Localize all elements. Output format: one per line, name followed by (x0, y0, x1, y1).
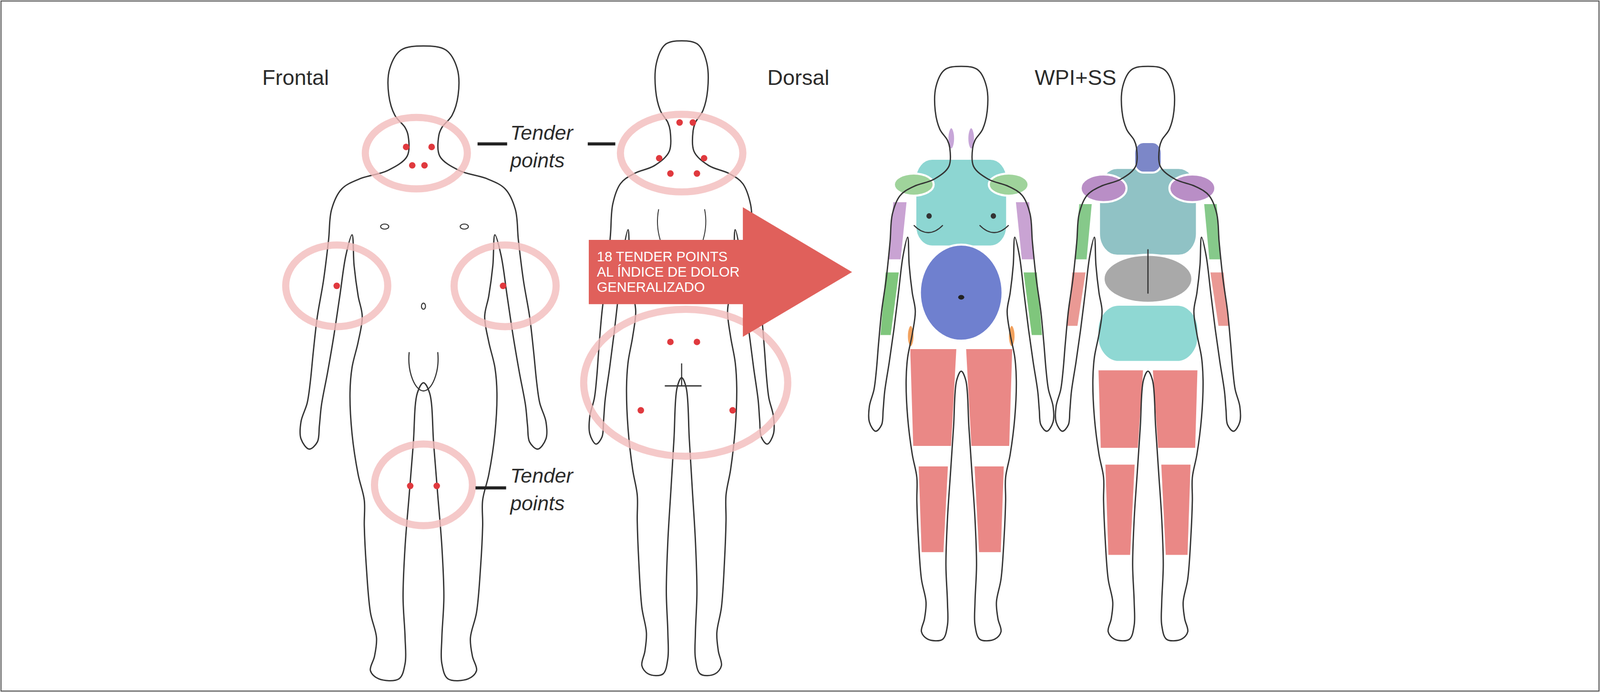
pain-region (973, 465, 1006, 554)
pain-region (917, 465, 950, 554)
pain-region (1097, 304, 1199, 362)
nipple (926, 213, 932, 219)
body-fill (868, 66, 1054, 641)
body-fill (589, 41, 775, 676)
tender-point (656, 154, 663, 162)
breast-line (979, 225, 1009, 233)
body-figure (299, 45, 547, 681)
pain-region (1097, 369, 1145, 449)
arrow-fill (588, 206, 852, 337)
navel (958, 295, 965, 300)
leader-dash (475, 486, 506, 490)
nipple (380, 224, 389, 230)
tender-point (666, 170, 674, 177)
pain-region (1160, 463, 1192, 556)
body-figure (1055, 66, 1241, 641)
tender-point (666, 338, 674, 346)
pain-region (1151, 369, 1199, 449)
pain-region (967, 127, 975, 150)
pain-region (909, 348, 958, 447)
tender-ring (453, 245, 556, 327)
tender-ring (365, 117, 468, 189)
body-figure (868, 66, 1054, 641)
nipple (460, 224, 469, 230)
pain-region (964, 348, 1014, 447)
label: Tender points (510, 119, 592, 175)
body-outline (589, 41, 775, 676)
body-outline (868, 66, 1054, 641)
label: Frontal (262, 65, 329, 90)
tender-point (421, 162, 429, 169)
tender-point (693, 170, 701, 177)
tender-ring (620, 114, 743, 193)
tender-ring (583, 309, 788, 457)
tender-point (700, 154, 708, 162)
tender-point (333, 282, 340, 289)
body-fill (299, 45, 547, 681)
pain-region (1104, 463, 1136, 556)
arrow-text: 18 TENDER POINTS AL ÍNDICE DE DOLOR GENE… (596, 248, 746, 295)
scapula-line (657, 209, 661, 240)
pain-region (1066, 271, 1087, 327)
pain-region (893, 173, 934, 196)
breast-line (913, 225, 944, 233)
tender-point (693, 338, 701, 346)
pain-region (919, 244, 1003, 341)
body-fill (1055, 66, 1241, 641)
leader-dash (587, 142, 616, 146)
body-outline (1055, 66, 1241, 641)
leader-dash (477, 142, 508, 146)
label: Dorsal (767, 65, 830, 90)
label: WPI+SS (1034, 65, 1117, 90)
pain-region (1134, 142, 1162, 173)
pain-region (1169, 174, 1216, 203)
tender-point (428, 143, 436, 151)
tender-ring (374, 443, 472, 526)
genitals (409, 351, 439, 391)
tender-ring (285, 245, 388, 327)
tender-point (407, 482, 414, 490)
tender-point (409, 162, 416, 169)
label: Tender points (510, 462, 592, 518)
pain-region (988, 173, 1029, 196)
tender-point (676, 119, 684, 126)
navel (421, 303, 426, 310)
tender-point (689, 119, 697, 126)
tender-point (637, 407, 645, 414)
pain-region (947, 127, 955, 150)
nipple (990, 213, 996, 219)
tender-point (729, 407, 737, 414)
tender-point (499, 282, 507, 289)
tender-point (433, 482, 441, 490)
arrow-node: 18 TENDER POINTS AL ÍNDICE DE DOLOR GENE… (588, 206, 852, 337)
pain-region (1209, 271, 1230, 327)
pain-region (1080, 174, 1127, 203)
gluteal-cleft (681, 363, 682, 386)
pain-region (915, 158, 1008, 247)
body-outline (299, 45, 547, 681)
gluteal-line (664, 385, 702, 386)
spine-line (1147, 249, 1149, 294)
body-figure (589, 41, 775, 676)
tender-point (402, 143, 410, 151)
scapula-line (703, 209, 707, 240)
